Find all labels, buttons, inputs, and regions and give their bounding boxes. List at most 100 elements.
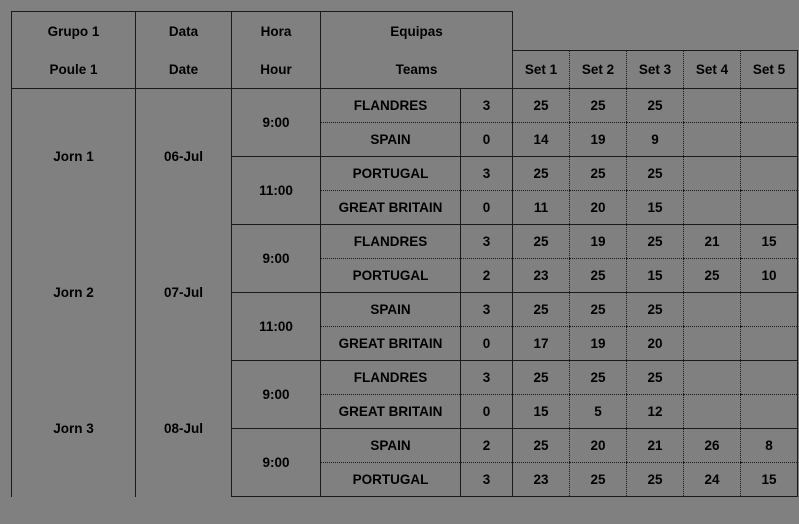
header-hour-en: Hour xyxy=(231,50,321,89)
set-score-3: 20 xyxy=(626,326,684,361)
round-label: Jorn 1 xyxy=(11,88,136,225)
set-score-5: 8 xyxy=(740,428,798,463)
set-score-1: 17 xyxy=(512,326,570,361)
set-score-3: 25 xyxy=(626,156,684,191)
set-score-2: 25 xyxy=(569,360,627,395)
match-points: 3 xyxy=(460,156,513,191)
team-name: PORTUGAL xyxy=(320,156,461,191)
set-score-3: 25 xyxy=(626,292,684,327)
header-sets-spacer xyxy=(512,11,798,51)
match-points: 3 xyxy=(460,88,513,123)
set-score-3: 25 xyxy=(626,224,684,259)
set-score-1: 23 xyxy=(512,462,570,497)
set-score-5 xyxy=(740,326,798,361)
team-name: PORTUGAL xyxy=(320,462,461,497)
set-score-3: 12 xyxy=(626,394,684,429)
set-score-4 xyxy=(683,326,741,361)
table-head: Grupo 1 Data Hora Equipas Poule 1 Date H… xyxy=(11,11,798,89)
match-hour: 11:00 xyxy=(231,292,321,361)
match-points: 3 xyxy=(460,224,513,259)
set-score-5 xyxy=(740,156,798,191)
set-score-1: 25 xyxy=(512,224,570,259)
set-score-2: 19 xyxy=(569,326,627,361)
set-score-3: 21 xyxy=(626,428,684,463)
set-score-1: 25 xyxy=(512,156,570,191)
set-score-2: 5 xyxy=(569,394,627,429)
set-score-1: 25 xyxy=(512,360,570,395)
header-group-en: Poule 1 xyxy=(11,50,136,89)
set-score-5: 15 xyxy=(740,224,798,259)
set-score-3: 15 xyxy=(626,190,684,225)
set-score-2: 20 xyxy=(569,190,627,225)
match-points: 0 xyxy=(460,326,513,361)
set-score-5 xyxy=(740,190,798,225)
team-name: GREAT BRITAIN xyxy=(320,326,461,361)
header-set-1: Set 1 xyxy=(512,50,570,89)
set-score-1: 25 xyxy=(512,428,570,463)
set-score-5: 10 xyxy=(740,258,798,293)
set-score-5 xyxy=(740,88,798,123)
set-score-2: 20 xyxy=(569,428,627,463)
round-date: 07-Jul xyxy=(135,224,232,361)
round-label: Jorn 3 xyxy=(11,360,136,497)
set-score-4 xyxy=(683,292,741,327)
match-points: 2 xyxy=(460,428,513,463)
team-name: FLANDRES xyxy=(320,360,461,395)
set-score-1: 15 xyxy=(512,394,570,429)
match-points: 2 xyxy=(460,258,513,293)
match-points: 0 xyxy=(460,190,513,225)
set-score-5 xyxy=(740,360,798,395)
header-set-5: Set 5 xyxy=(740,50,798,89)
header-date-en: Date xyxy=(135,50,232,89)
set-score-1: 14 xyxy=(512,122,570,157)
team-name: SPAIN xyxy=(320,292,461,327)
set-score-4 xyxy=(683,122,741,157)
team-name: SPAIN xyxy=(320,428,461,463)
set-score-1: 23 xyxy=(512,258,570,293)
match-points: 0 xyxy=(460,122,513,157)
set-score-3: 9 xyxy=(626,122,684,157)
team-name: GREAT BRITAIN xyxy=(320,394,461,429)
set-score-4 xyxy=(683,360,741,395)
match-points: 0 xyxy=(460,394,513,429)
header-set-4: Set 4 xyxy=(683,50,741,89)
match-points: 3 xyxy=(460,462,513,497)
set-score-4: 25 xyxy=(683,258,741,293)
set-score-1: 25 xyxy=(512,88,570,123)
team-name: SPAIN xyxy=(320,122,461,157)
set-score-1: 25 xyxy=(512,292,570,327)
set-score-2: 19 xyxy=(569,122,627,157)
header-hour-pt: Hora xyxy=(231,11,321,51)
round-label: Jorn 2 xyxy=(11,224,136,361)
set-score-3: 15 xyxy=(626,258,684,293)
set-score-2: 19 xyxy=(569,224,627,259)
set-score-4 xyxy=(683,88,741,123)
set-score-5: 15 xyxy=(740,462,798,497)
team-name: FLANDRES xyxy=(320,88,461,123)
header-row-portuguese: Grupo 1 Data Hora Equipas xyxy=(11,11,798,51)
match-points: 3 xyxy=(460,292,513,327)
set-score-2: 25 xyxy=(569,258,627,293)
header-set-3: Set 3 xyxy=(626,50,684,89)
team-name: GREAT BRITAIN xyxy=(320,190,461,225)
set-score-1: 11 xyxy=(512,190,570,225)
match-hour: 9:00 xyxy=(231,428,321,497)
set-score-4: 21 xyxy=(683,224,741,259)
set-score-4 xyxy=(683,394,741,429)
match-hour: 9:00 xyxy=(231,88,321,157)
set-score-4 xyxy=(683,156,741,191)
match-hour: 9:00 xyxy=(231,224,321,293)
